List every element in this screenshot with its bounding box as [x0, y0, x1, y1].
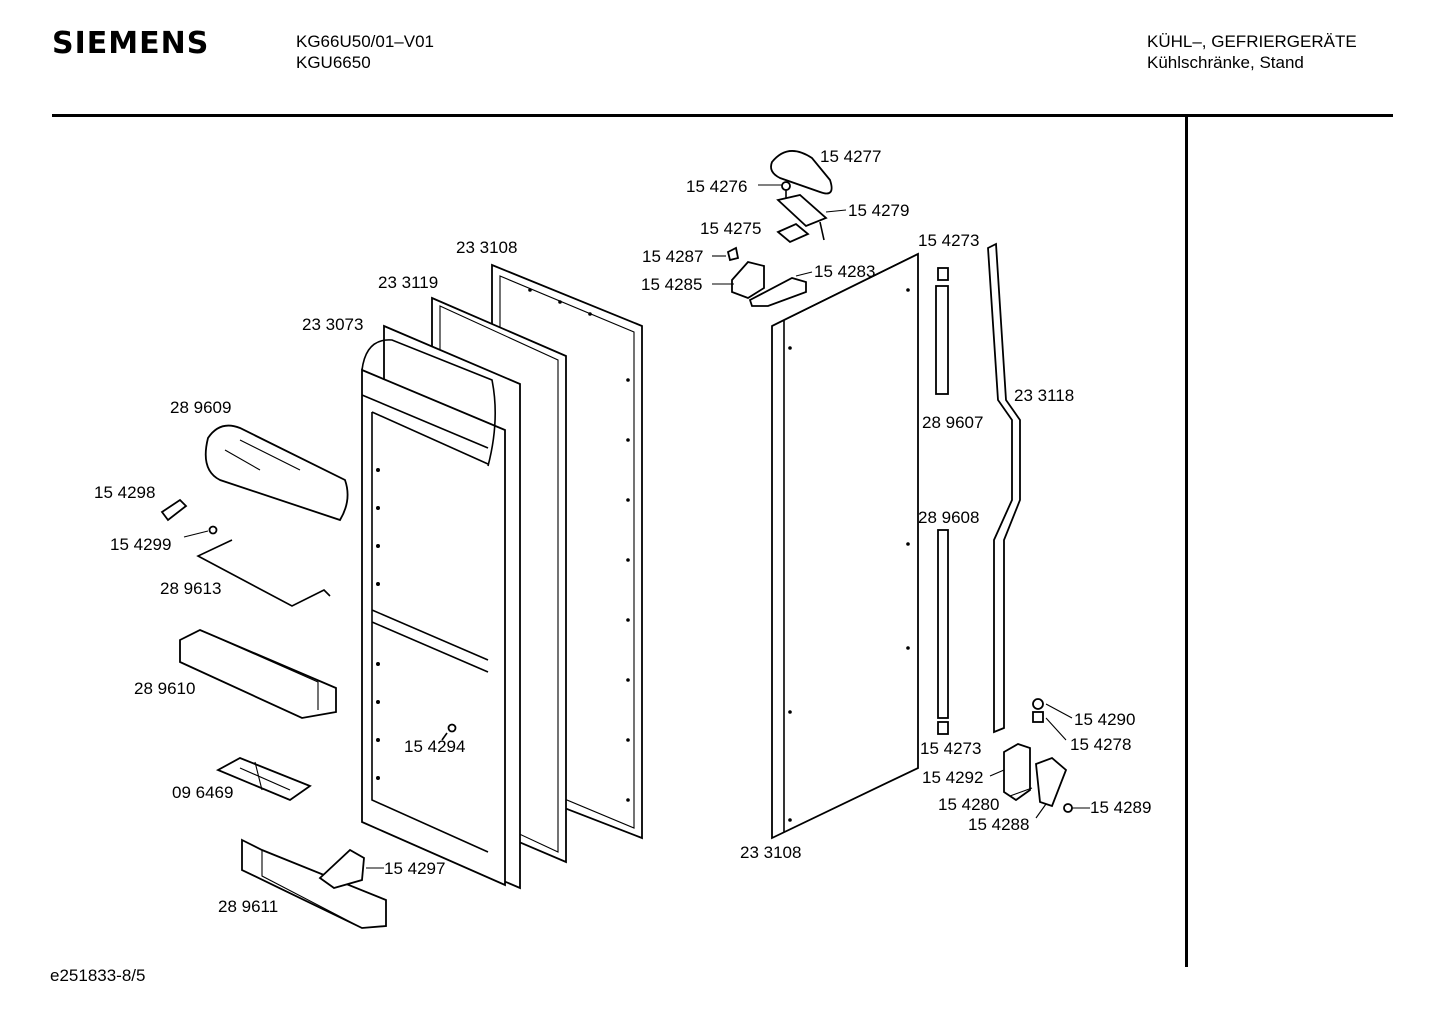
label-154278: 15 4278: [1070, 735, 1131, 754]
pin-154278: [1032, 711, 1044, 723]
label-233108-panel: 23 3108: [740, 843, 801, 862]
label-154276: 15 4276: [686, 177, 747, 196]
label-233073: 23 3073: [302, 315, 363, 334]
label-154288: 15 4288: [968, 815, 1029, 834]
leader-lines: [183, 184, 1090, 869]
model-info: KG66U50/01–V01 KGU6650: [296, 31, 434, 73]
brand-logo: SIEMENS: [52, 26, 210, 61]
category-title: KÜHL–, GEFRIERGERÄTE: [1147, 32, 1357, 51]
lock-154285: [731, 260, 765, 299]
label-289609: 28 9609: [170, 398, 231, 417]
label-154283: 15 4283: [814, 262, 875, 281]
label-233108-frame: 23 3108: [456, 238, 517, 257]
strip-289608: [937, 529, 949, 735]
label-154292: 15 4292: [922, 768, 983, 787]
label-289610: 28 9610: [134, 679, 195, 698]
handle-233118: [987, 242, 1021, 734]
screw-154289: [1063, 803, 1073, 813]
header-divider: [52, 114, 1393, 117]
door-panel-233108: [771, 252, 919, 840]
model-name: KGU6650: [296, 53, 371, 72]
diagram-code: e251833-8/5: [50, 966, 146, 985]
model-number: KG66U50/01–V01: [296, 32, 434, 51]
label-154277: 15 4277: [820, 147, 881, 166]
side-divider: [1185, 117, 1188, 967]
label-154280: 15 4280: [938, 795, 999, 814]
label-154298: 15 4298: [94, 483, 155, 502]
clip-154287: [726, 246, 740, 262]
label-154275: 15 4275: [700, 219, 761, 238]
bottom-shelf-289611: [241, 838, 387, 929]
label-154294: 15 4294: [404, 737, 465, 756]
label-154273-top: 15 4273: [918, 231, 979, 250]
category-subtitle: Kühlschränke, Stand: [1147, 53, 1304, 72]
label-154287: 15 4287: [642, 247, 703, 266]
label-154279: 15 4279: [848, 201, 909, 220]
screw-154276: [781, 181, 791, 198]
label-154285: 15 4285: [641, 275, 702, 294]
holder-096469: [215, 757, 312, 802]
screw-154299: [208, 525, 218, 535]
label-096469: 09 6469: [172, 783, 233, 802]
hinge-cover-154277: [770, 150, 833, 195]
part-labels: 15 4277 15 4276 15 4279 15 4275 15 4287 …: [94, 147, 1151, 916]
bracket-154283: [748, 277, 807, 307]
label-233118: 23 3118: [1014, 386, 1074, 405]
label-289611: 28 9611: [218, 897, 278, 916]
label-154290: 15 4290: [1074, 710, 1135, 729]
screw-154294: [441, 723, 457, 741]
bracket-154297: [318, 848, 365, 889]
hinge-plate-154292: [1003, 743, 1031, 802]
hinge-154280: [1035, 756, 1068, 808]
category-info: KÜHL–, GEFRIERGERÄTE Kühlschränke, Stand: [1147, 31, 1357, 73]
label-154273-bottom: 15 4273: [920, 739, 981, 758]
plate-154275: [776, 222, 810, 244]
label-289608: 28 9608: [918, 508, 979, 527]
hinge-154279: [776, 194, 828, 241]
label-154289: 15 4289: [1090, 798, 1151, 817]
bushing-154290: [1032, 698, 1044, 710]
label-233119: 23 3119: [378, 273, 438, 292]
label-154297: 15 4297: [384, 859, 445, 878]
strip-289607: [935, 267, 949, 395]
bin-cover-289609: [204, 424, 349, 522]
rod-289613: [196, 539, 331, 607]
door-liner-233073: [361, 324, 521, 890]
label-289607: 28 9607: [922, 413, 983, 432]
label-154299: 15 4299: [110, 535, 171, 554]
label-289613: 28 9613: [160, 579, 221, 598]
shelf-289610: [179, 629, 337, 719]
clip-154298: [160, 498, 188, 522]
